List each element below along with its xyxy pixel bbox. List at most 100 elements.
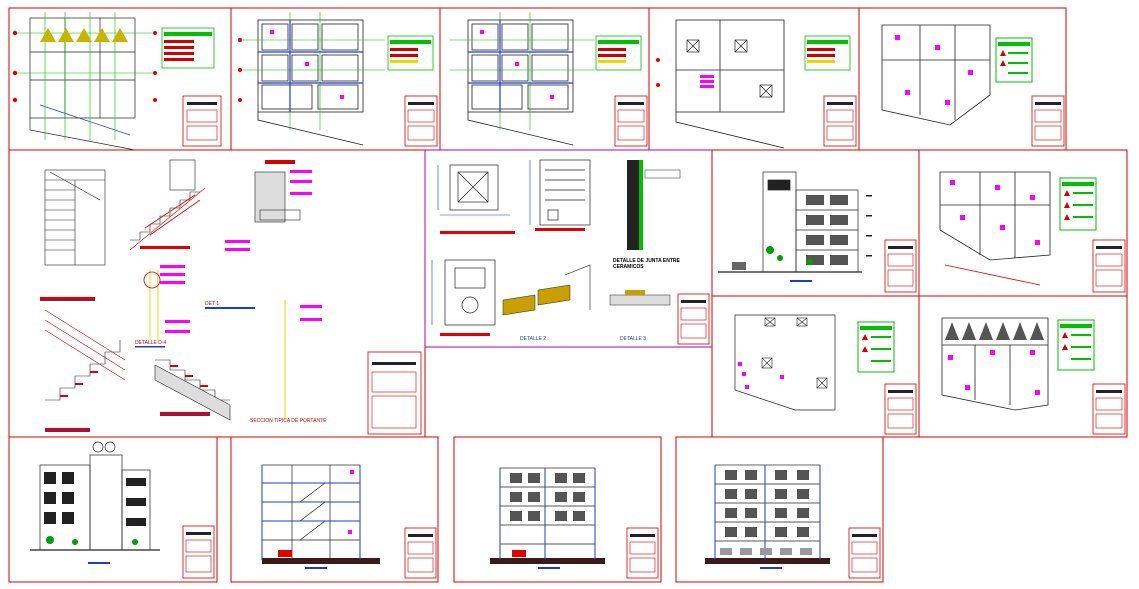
windows [510, 473, 585, 521]
floor-plan [881, 24, 991, 126]
sheet-section-3[interactable] [675, 436, 884, 583]
title-block [626, 527, 659, 579]
sheet-elevation-2[interactable] [8, 436, 218, 583]
roof-plan [734, 314, 836, 411]
roof-hatch [945, 322, 1044, 340]
sheet-border [8, 149, 426, 438]
sheet-bath-details[interactable]: DETALLE DE JUNTA ENTRE CERAMICOS DETALLE… [424, 149, 713, 348]
roof-hatch [40, 28, 128, 42]
sheet-plan-6[interactable] [918, 149, 1128, 297]
legend-table [1057, 319, 1095, 371]
title-bar [538, 567, 560, 569]
legend-table [1059, 177, 1097, 231]
sheet-border [8, 436, 218, 583]
ground [705, 558, 830, 564]
legend-table [857, 321, 895, 373]
trees [766, 246, 813, 265]
underline-det-1 [205, 307, 255, 309]
sheet-plan-4[interactable] [648, 7, 860, 151]
level-marks [866, 195, 872, 257]
sheet-border [918, 295, 1128, 438]
sheet-plan-5[interactable] [858, 7, 1067, 151]
magenta-markers [738, 362, 784, 389]
sheet-plan-1[interactable] [8, 7, 232, 151]
title-block [1092, 383, 1126, 435]
sheet-border [453, 436, 662, 583]
windows [806, 195, 848, 265]
magenta-markers [895, 35, 973, 105]
title-block [884, 383, 917, 435]
title-block [1031, 95, 1065, 147]
sheet-plan-8[interactable] [918, 295, 1128, 438]
ceramic-detail [502, 264, 671, 316]
bath-plan-3 [444, 259, 496, 326]
legend-table [804, 35, 851, 71]
label-detalle-d4: DETALLE D-4 [135, 340, 167, 346]
stair-plan [44, 169, 106, 266]
title-block [677, 293, 710, 345]
red-title-bars [40, 246, 210, 432]
car [732, 262, 746, 270]
stair-elevation-2 [154, 359, 231, 421]
ground [490, 558, 605, 564]
sheet-stair-details[interactable]: DET 1 DETALLE D-4 SECCION TIPICA DE PORT… [8, 149, 426, 438]
roof-plan [675, 19, 785, 149]
sheet-section-2[interactable] [453, 436, 662, 583]
sheet-elevation-1[interactable] [711, 149, 920, 297]
wall-section [627, 160, 681, 250]
title-block [404, 95, 438, 147]
sheet-border [424, 149, 713, 348]
structure-blue [499, 468, 596, 560]
magenta-markers [948, 350, 1040, 395]
title-block [182, 525, 215, 579]
sheet-section-1[interactable] [230, 436, 439, 583]
structure-blue [261, 465, 361, 560]
ground [262, 558, 380, 564]
legend-table [161, 27, 215, 69]
sheet-border [675, 436, 884, 583]
legend-table [995, 37, 1033, 83]
title-block [884, 239, 917, 293]
skylights [686, 39, 773, 98]
walls-blue [468, 20, 573, 112]
skylights [761, 317, 828, 389]
label-detalle-2: DETALLE 2 [520, 336, 546, 342]
bath-plan-2 [539, 159, 591, 226]
car [278, 550, 292, 557]
sheet-plan-2[interactable] [230, 7, 441, 151]
sheet-border [230, 436, 439, 583]
sheet-plan-7[interactable] [711, 295, 920, 438]
label-seccion-tipica: SECCION TIPICA DE PORTANTE [250, 418, 327, 424]
windows [44, 472, 146, 526]
title-bar [760, 567, 782, 569]
title-bar [88, 562, 110, 564]
title-block [182, 95, 222, 147]
legend-table [387, 35, 434, 71]
axis-bubbles [238, 38, 242, 102]
magenta-markers [480, 30, 554, 99]
steps-highlight [60, 365, 208, 397]
magenta-tags [160, 170, 322, 333]
label-junta-1: DETALLE DE JUNTA ENTRE [613, 258, 681, 264]
floor-plan [467, 19, 574, 146]
sheet-plan-3[interactable] [439, 7, 650, 151]
blue-dim-lines [431, 160, 531, 325]
magenta-markers [950, 180, 1040, 245]
label-detalle-3: DETALLE 3 [620, 336, 646, 342]
floor-plan [941, 317, 1049, 411]
bath-plan-1 [449, 164, 499, 211]
title-block [614, 95, 648, 147]
stair-hatch [700, 75, 714, 88]
title-block [1092, 239, 1126, 293]
title-block [367, 351, 422, 435]
label-det-1: DET 1 [205, 301, 219, 307]
title-block [404, 527, 437, 579]
floor-plan [939, 171, 1051, 286]
stair-section-red [144, 194, 201, 236]
title-bar [790, 280, 812, 282]
title-block [848, 527, 881, 579]
windows [725, 470, 809, 537]
floor-plan [257, 19, 364, 146]
building-elevation [30, 441, 160, 551]
walls-blue [258, 20, 363, 112]
